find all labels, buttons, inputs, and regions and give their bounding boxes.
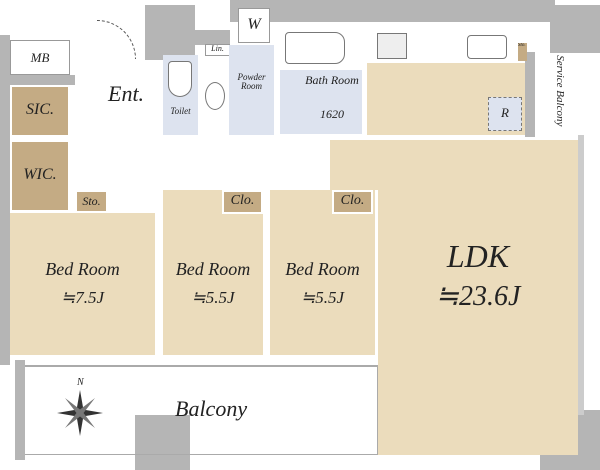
wic-label: WIC. — [23, 166, 57, 183]
entrance-door[interactable] — [97, 20, 136, 59]
toilet-icon — [168, 61, 192, 97]
bedroom-1-label: Bed Room — [45, 259, 120, 279]
wall-block — [145, 5, 195, 60]
wall — [10, 75, 75, 85]
ldk-area: LDK ≒23.6J — [378, 190, 578, 455]
compass-icon: N — [55, 377, 105, 438]
window-wall — [578, 135, 584, 415]
entrance-label: Ent. — [108, 81, 145, 106]
sto-room: Sto. — [75, 190, 108, 213]
bedroom-2-label: Bed Room — [175, 259, 251, 279]
balcony-label: Balcony — [175, 396, 248, 421]
wic-room: WIC. — [10, 140, 70, 212]
pillar — [135, 415, 190, 470]
kitchen-sto-label: Sto. — [518, 43, 526, 48]
wall-top — [230, 0, 555, 22]
wall-left — [0, 35, 10, 365]
bath-label: Bath Room — [305, 73, 359, 87]
closet-2-label: Clo. — [340, 193, 365, 208]
ldk-area — [330, 140, 578, 190]
sto-label: Sto. — [82, 194, 101, 208]
balcony: Balcony — [25, 365, 378, 455]
compass-north-label: N — [77, 377, 84, 388]
powder-label: Powder Room — [237, 72, 266, 92]
wall — [525, 52, 535, 137]
powder-room: Powder Room — [229, 45, 274, 135]
bedroom-3: Bed Room ≒5.5J — [270, 190, 375, 355]
bedroom-2: Bed Room ≒5.5J — [163, 190, 263, 355]
sic-room: SIC. — [10, 85, 70, 137]
bath-size: 1620 — [320, 107, 344, 121]
toilet-label: Toilet — [170, 106, 191, 116]
service-balcony-label: Service Balcony — [553, 55, 566, 127]
bedroom-2-size: ≒5.5J — [191, 288, 235, 307]
bedroom-1: Bed Room ≒7.5J — [10, 213, 155, 355]
bedroom-3-size: ≒5.5J — [300, 288, 345, 307]
washer-label: W — [247, 16, 261, 33]
refrigerator-space: R — [488, 97, 522, 131]
bedroom-3-label: Bed Room — [285, 259, 360, 279]
linen-label: Lin. — [211, 44, 224, 53]
wall-corner — [550, 5, 600, 53]
sink-icon — [205, 82, 225, 110]
closet-1: Clo. — [222, 190, 263, 214]
closet-1-label: Clo. — [230, 193, 255, 208]
mb-box: MB — [10, 40, 70, 75]
kitchen-sto: Sto. — [518, 43, 527, 61]
refrigerator-label: R — [501, 105, 509, 120]
stove-icon — [377, 33, 407, 59]
wall-block — [195, 30, 230, 45]
ldk-label: LDK — [446, 238, 510, 274]
bedroom-1-size: ≒7.5J — [60, 288, 105, 307]
bathtub-icon — [285, 32, 345, 64]
service-balcony: Service Balcony — [537, 55, 579, 135]
linen-box: Lin. — [205, 44, 230, 56]
ldk-size: ≒23.6J — [435, 281, 521, 312]
closet-2: Clo. — [332, 190, 373, 214]
mb-label: MB — [30, 50, 50, 65]
wall — [15, 360, 25, 460]
kitchen-sink-icon — [467, 35, 507, 59]
sic-label: SIC. — [26, 101, 54, 118]
bath-room: Bath Room 1620 — [280, 70, 362, 134]
washer-box: W — [238, 8, 270, 43]
toilet-room: Toilet — [163, 55, 198, 135]
